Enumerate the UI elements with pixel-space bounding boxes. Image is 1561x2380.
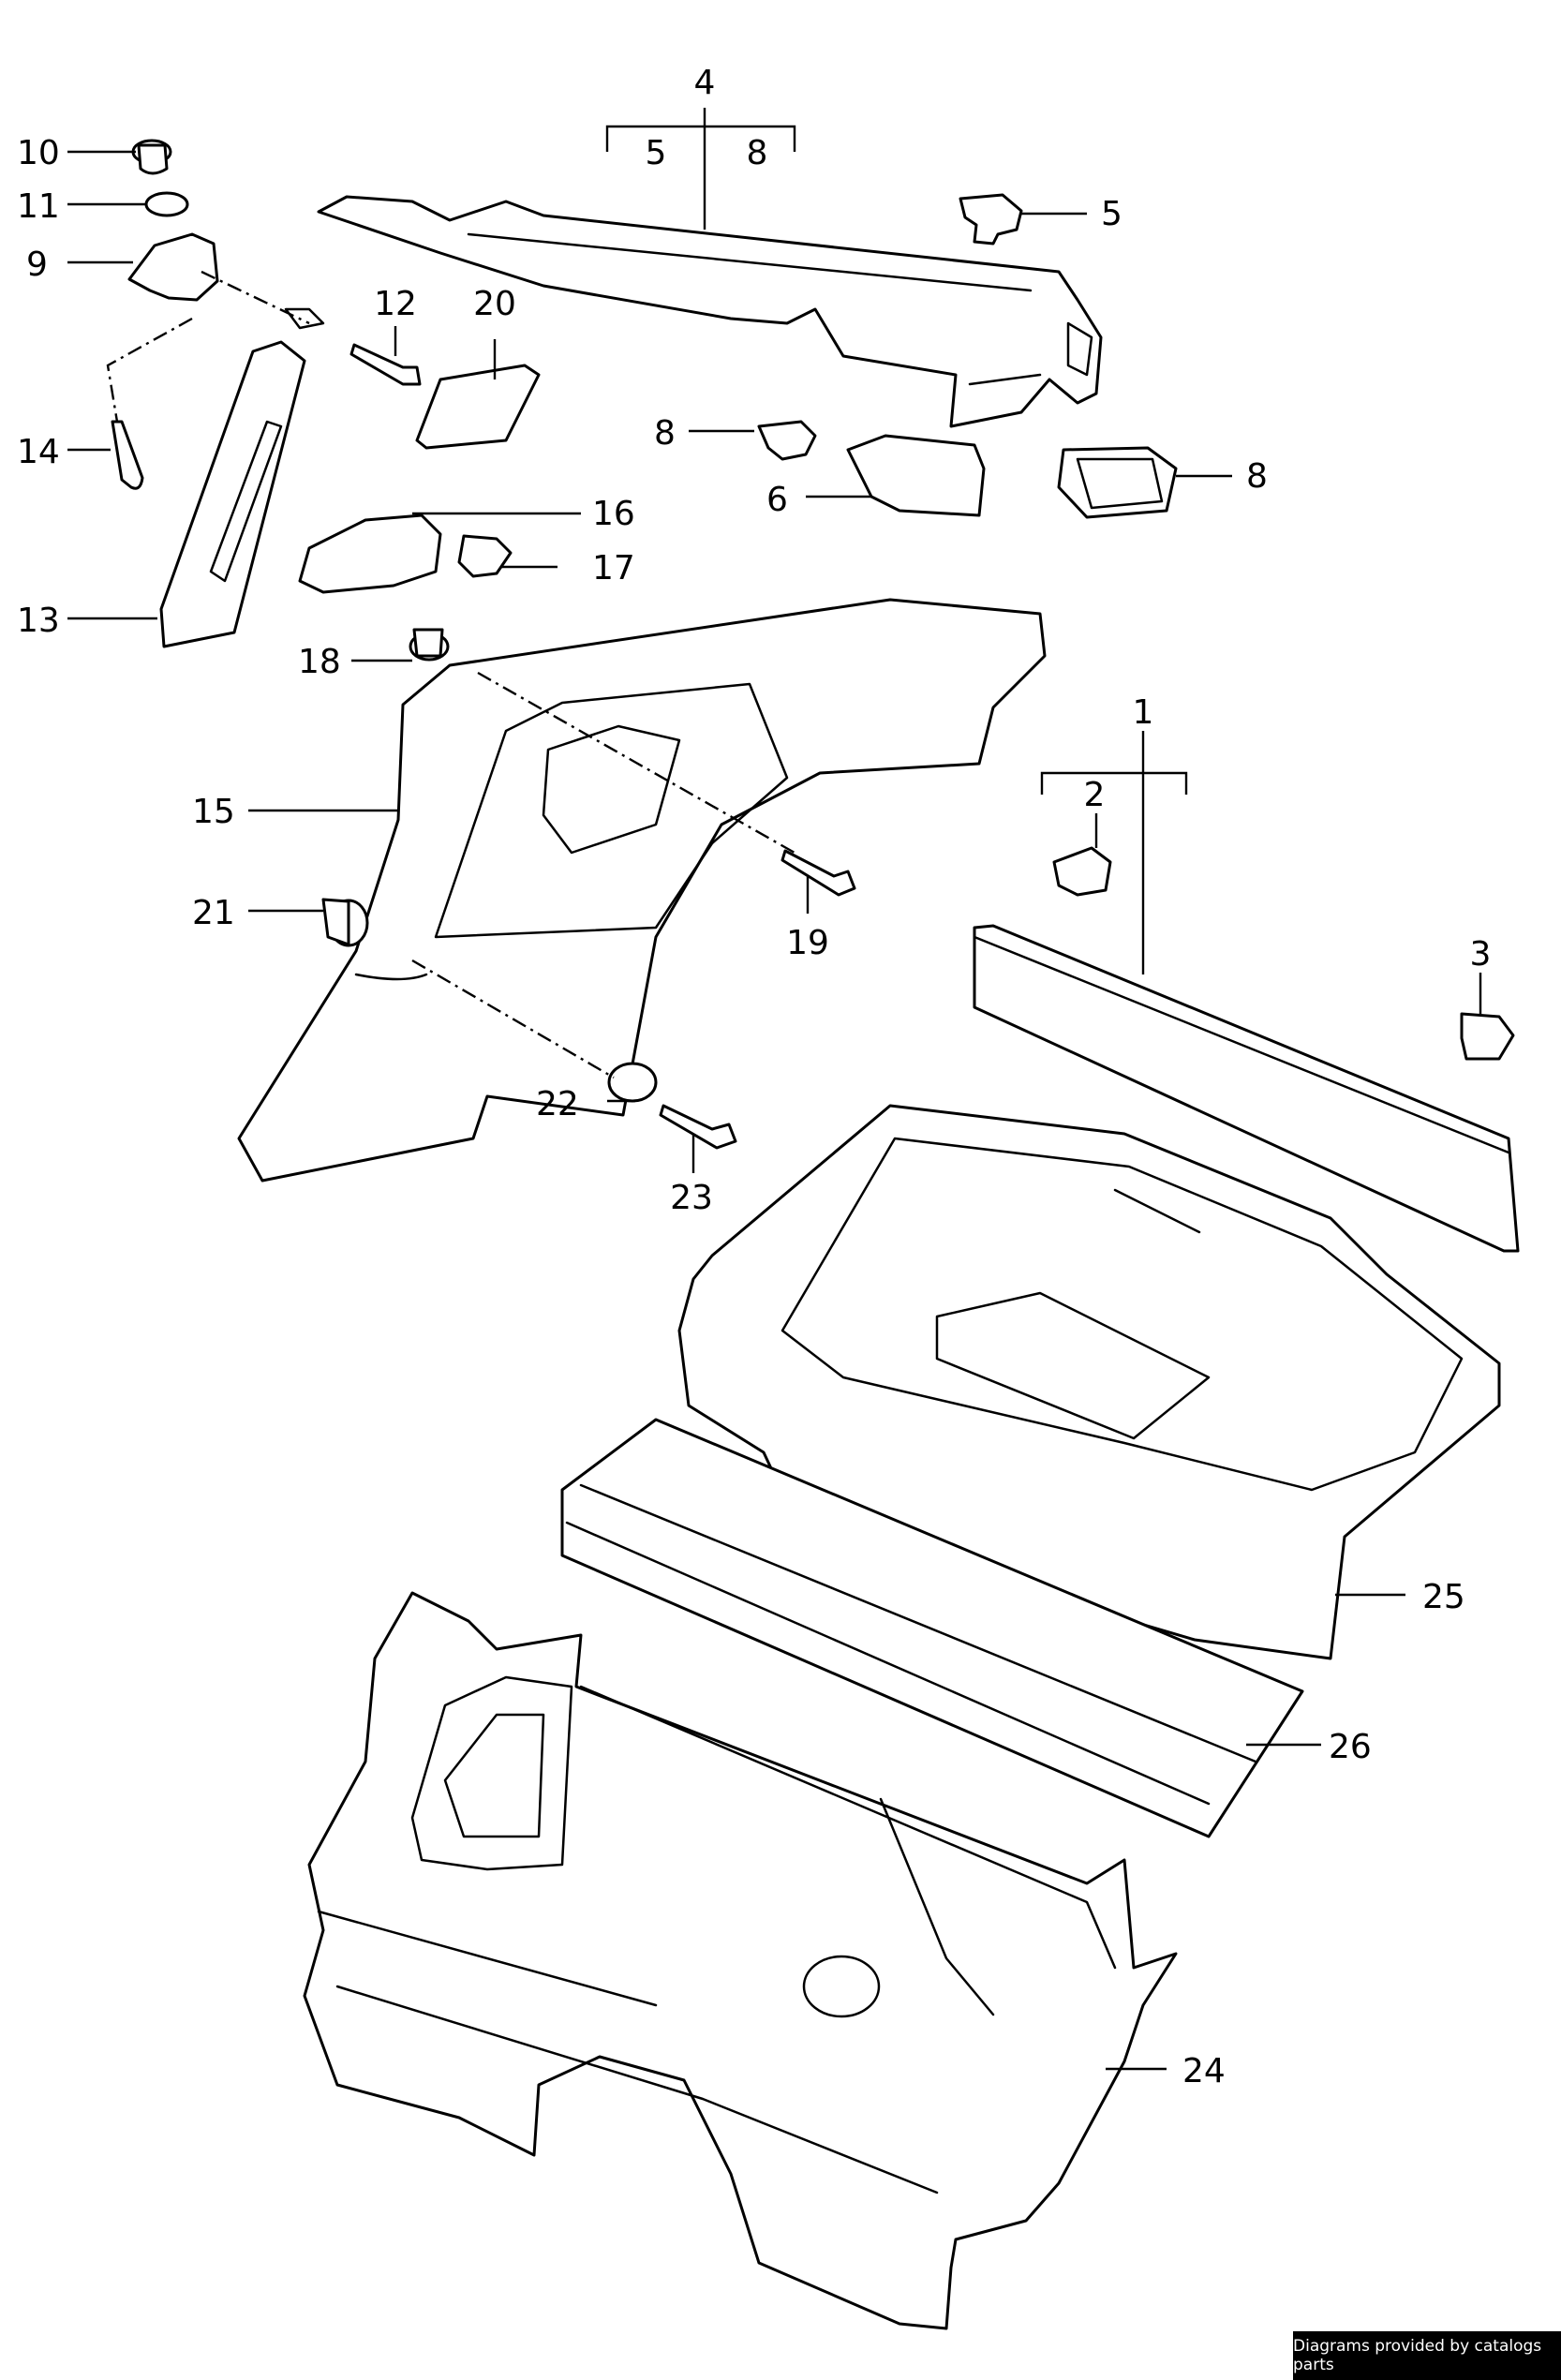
callout-15: 15 [192,793,235,831]
callout-11: 11 [17,187,60,226]
callout-12: 12 [374,285,417,323]
callout-8: 8 [1246,457,1268,496]
callout-26: 26 [1329,1728,1372,1766]
callout-18: 18 [298,643,341,681]
callout-20: 20 [473,285,516,323]
part-26-trim-strip [560,1418,1304,1838]
callout-4: 4 [694,64,716,102]
part-8-vent-grille [1057,446,1178,519]
callout-23: 23 [670,1179,713,1217]
callout-1: 1 [1133,693,1154,732]
leader-lines [67,108,1482,2071]
part-10-nut [131,139,172,175]
part-20-bracket [415,364,541,450]
credit-badge: Diagrams provided by catalogs parts [1293,2331,1561,2380]
callout-2: 2 [1084,776,1106,814]
callout-8-group: 8 [747,134,768,172]
part-11-washer [144,191,189,217]
callout-14: 14 [17,433,60,471]
part-4-upper-trim-panel [317,195,1103,428]
callout-19: 19 [786,924,829,962]
callout-3: 3 [1470,935,1492,974]
part-16-cover [298,513,442,594]
part-24-trunk-liner [303,1591,1178,2330]
part-21-grommet [321,898,369,947]
part-18-grommet [409,628,450,662]
part-23-screw [659,1104,737,1150]
callout-21: 21 [192,894,235,932]
assembly-lines [106,270,795,1079]
callout-13: 13 [17,602,60,640]
callout-5-group: 5 [646,134,667,172]
part-17-clip [457,534,513,578]
callout-16: 16 [592,495,635,533]
part-22-spacer [607,1062,658,1103]
callout-5: 5 [1101,195,1122,233]
part-19-screw [780,849,856,897]
part-14-screw [111,420,144,490]
part-12-screw [349,343,422,386]
callout-22: 22 [536,1085,579,1123]
part-1-rear-trim-bar [973,924,1520,1253]
part-13-pillar-trim [159,307,325,648]
callout-24: 24 [1182,2052,1226,2090]
callout-7: 8 [654,414,676,453]
part-5-clip [959,193,1023,245]
callout-labels: 4 5 8 5 8 6 8 10 11 9 12 20 14 13 16 17 … [17,64,1491,2090]
part-6-trim-piece [846,434,986,517]
part-7-clip [757,420,817,461]
callout-9: 9 [26,245,48,284]
part-2-fastener [1052,846,1112,897]
callout-6: 6 [766,481,788,519]
callout-17: 17 [592,549,635,588]
callout-10: 10 [17,134,60,172]
part-15-side-trim-panel [237,598,1047,1183]
part-9-bracket [127,232,219,302]
part-3-clip [1460,1012,1515,1061]
callout-25: 25 [1422,1578,1465,1616]
